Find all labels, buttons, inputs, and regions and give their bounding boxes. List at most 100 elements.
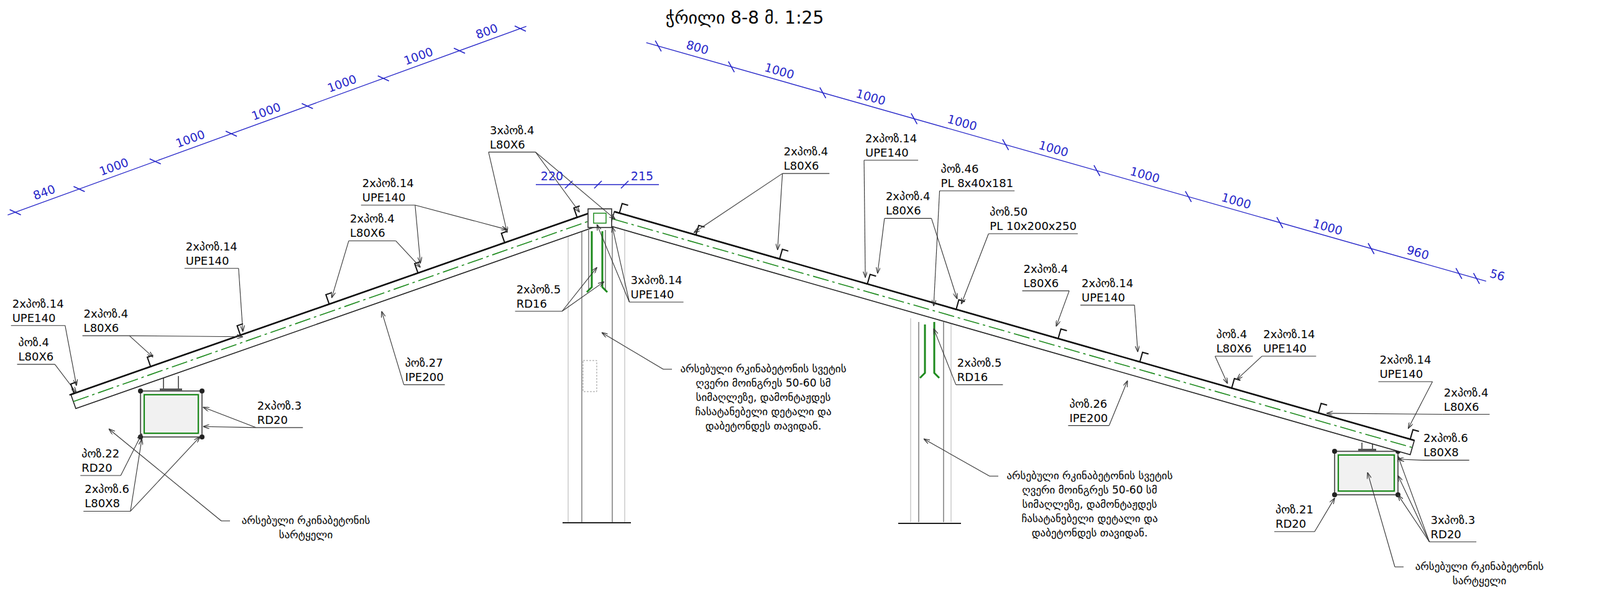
dimension-tick [1094, 165, 1101, 176]
column-edge [918, 321, 919, 523]
part-callout: 3xპოზ.14 [630, 273, 683, 288]
dimension-tick [225, 131, 237, 137]
column-edge [581, 228, 582, 523]
part-callout: 2xპოზ.4 [885, 189, 931, 204]
callout-shelf [184, 267, 239, 269]
callout-shelf [11, 325, 66, 326]
dimension-line [7, 26, 526, 215]
dimension-value: 1000 [1220, 190, 1254, 212]
section-profile: RD16 [957, 370, 988, 385]
section-profile: RD20 [81, 461, 112, 475]
callout-shelf [939, 190, 1016, 191]
leader-line [596, 224, 630, 303]
section-profile: L80X6 [1216, 341, 1252, 356]
section-profile: L80X8 [84, 496, 120, 511]
section-profile: IPE200 [1069, 411, 1108, 426]
part-callout: 2xპოზ.14 [185, 239, 238, 254]
note-shelf [663, 368, 672, 370]
column-outline [568, 227, 569, 523]
section-profile: RD16 [516, 297, 548, 311]
callout-shelf [956, 384, 1004, 385]
dimension-tick [9, 209, 22, 215]
part-callout: 2xპოზ.4 [1023, 262, 1069, 276]
corner-bar [199, 434, 205, 440]
part-callout: 2xპოზ.14 [1379, 353, 1431, 367]
dimension-line [646, 42, 1487, 282]
dimension-value: 56 [1488, 266, 1507, 284]
part-callout: პოზ.4 [18, 335, 50, 350]
part-callout: 2xპოზ.14 [865, 131, 917, 146]
part-callout: 2xპოზ.4 [783, 144, 829, 159]
rebar-outline [588, 229, 590, 290]
part-callout: პოზ.46 [941, 162, 980, 176]
part-callout: 2xპოზ.14 [12, 297, 65, 311]
callout-shelf [256, 427, 304, 428]
leader-line [864, 160, 866, 278]
callout-shelf [629, 301, 684, 303]
section-profile: L80X6 [489, 137, 526, 152]
callout-shelf [82, 335, 130, 337]
callout-shelf [17, 364, 56, 365]
purlin-symbol [146, 354, 154, 368]
construction-note: არსებული რკინაბეტონის სვეტის ღვერი მოინგ… [993, 468, 1187, 541]
dimension-value: 1000 [249, 99, 283, 123]
leader-line [203, 426, 257, 428]
leader-line [1056, 290, 1070, 327]
leader-line [1397, 456, 1430, 543]
leader-line [1407, 381, 1433, 429]
purlin-symbol [862, 274, 877, 284]
purlin-symbol [235, 323, 244, 337]
embedded-plate [583, 360, 597, 392]
column-outline [624, 227, 626, 523]
leader-line [1215, 356, 1228, 384]
leader-line [415, 205, 421, 264]
part-callout: 2xპოზ.6 [84, 482, 130, 497]
section-profile: UPE140 [362, 190, 406, 205]
dimension-value: 1000 [946, 111, 980, 134]
section-profile: L80X6 [1443, 400, 1480, 414]
dimension-value: 800 [684, 37, 710, 58]
corner-bar [1395, 492, 1401, 498]
part-callout: პოზ.21 [1275, 502, 1314, 517]
section-profile: PL 10x200x250 [989, 219, 1077, 234]
callout-shelf [1429, 541, 1477, 543]
dimension-value: 1000 [173, 127, 207, 151]
rafters [69, 203, 1420, 455]
part-callout: პოზ.22 [81, 446, 120, 461]
section-profile: PL 8x40x181 [941, 176, 1014, 191]
part-callout: 2xპოზ.4 [83, 307, 129, 321]
dimension-tick [1473, 272, 1481, 284]
purlin-symbol [1313, 403, 1328, 413]
dimension-tick [301, 103, 313, 109]
section-profile: RD20 [257, 413, 288, 428]
ring-beam-rebar [144, 394, 199, 434]
part-callout: 3xპოზ.4 [489, 123, 535, 138]
purlin-symbol [324, 292, 332, 306]
part-callout: 2xპოზ.3 [257, 399, 303, 413]
dimension-tick [149, 158, 161, 164]
section-profile: L80X6 [885, 203, 922, 218]
column-base [562, 522, 631, 524]
leader-line [1397, 475, 1430, 543]
rafter-body [70, 211, 598, 410]
ring-beam-section [140, 390, 203, 437]
leader-line [1326, 413, 1443, 415]
leader-line [777, 173, 783, 250]
dimension-tick [1455, 267, 1463, 279]
section-profile: L80X6 [83, 321, 120, 336]
construction-note: არსებული რკინაბეტონის სარტყელი [1398, 559, 1561, 589]
rebar [934, 321, 940, 378]
purlin-symbol [614, 203, 629, 213]
ring-beam-rebar [1338, 455, 1395, 492]
callout-shelf [1422, 459, 1470, 461]
dimension-value: 1000 [97, 154, 131, 178]
leader-line [960, 233, 989, 304]
column-edge [611, 228, 613, 523]
part-callout: 2xპოზ.5 [516, 282, 562, 297]
leader-line [415, 205, 508, 230]
corner-bar [1332, 492, 1338, 498]
section-profile: L80X8 [1423, 445, 1459, 460]
